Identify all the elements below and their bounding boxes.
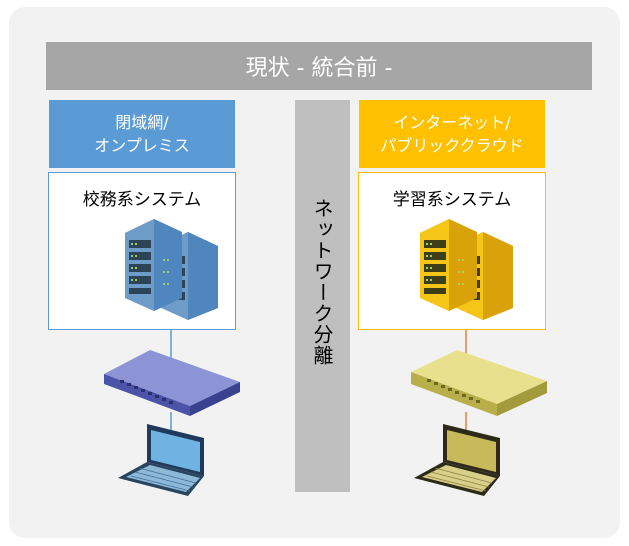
left-zone-header: 閉域網/ オンプレミス xyxy=(49,100,235,168)
right-zone-header-line1: インターネット/ xyxy=(393,113,511,132)
network-switch-icon xyxy=(411,350,547,416)
laptop-icon xyxy=(414,424,500,496)
network-switch-icon xyxy=(104,350,240,416)
network-separation-divider: ネットワーク分離 xyxy=(295,100,350,492)
server-icon xyxy=(125,219,218,320)
left-system-label: 校務系システム xyxy=(82,190,202,210)
banner-title: 現状 - 統合前 - xyxy=(245,56,393,81)
right-zone-header-line2: パブリッククラウド xyxy=(380,136,524,155)
laptop-icon xyxy=(118,424,204,496)
right-zone-header: インターネット/ パブリッククラウド xyxy=(359,100,545,168)
divider-label: ネットワーク分離 xyxy=(310,198,334,366)
title-banner: 現状 - 統合前 - xyxy=(46,42,592,90)
server-icon xyxy=(420,219,513,320)
left-zone-header-line1: 閉域網/ xyxy=(115,113,169,132)
right-system-label: 学習系システム xyxy=(392,190,512,210)
left-zone-header-line2: オンプレミス xyxy=(94,136,190,155)
